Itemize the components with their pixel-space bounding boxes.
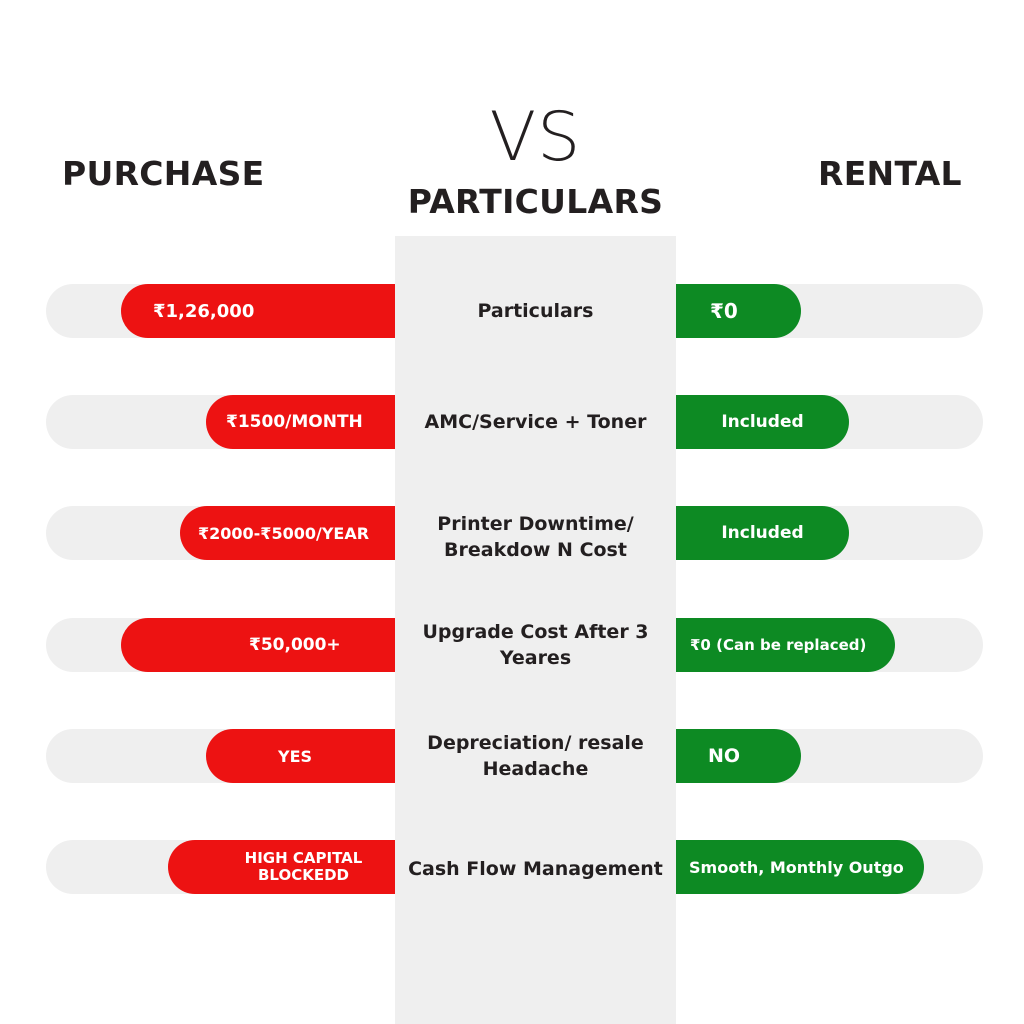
rental-value: Included xyxy=(676,506,849,560)
purchase-value: YES xyxy=(206,729,395,783)
particular-label: Printer Downtime/ Breakdow N Cost xyxy=(437,513,634,561)
particular-label: AMC/Service + Toner xyxy=(424,411,647,433)
particular-label: Particulars xyxy=(477,300,594,322)
heading-rental: RENTAL xyxy=(818,154,962,193)
particular-label: Cash Flow Management xyxy=(408,858,663,880)
purchase-value: HIGH CAPITAL BLOCKEDD xyxy=(168,840,395,894)
purchase-value: ₹50,000+ xyxy=(121,618,395,672)
row-track xyxy=(46,729,983,783)
purchase-value: ₹1500/MONTH xyxy=(206,395,395,449)
rental-value: Included xyxy=(676,395,849,449)
rental-value: Smooth, Monthly Outgo xyxy=(676,840,924,894)
purchase-value: ₹1,26,000 xyxy=(121,284,395,338)
heading-vs: VS xyxy=(489,98,582,177)
rental-value: NO xyxy=(676,729,801,783)
particular-label: Upgrade Cost After 3 Yeares xyxy=(422,621,649,669)
purchase-value: ₹2000-₹5000/YEAR xyxy=(180,506,395,560)
rental-value: ₹0 (Can be replaced) xyxy=(676,618,895,672)
heading-purchase: PURCHASE xyxy=(62,154,265,193)
rental-value: ₹0 xyxy=(676,284,801,338)
heading-particulars: PARTICULARS xyxy=(407,182,664,221)
particular-label: Depreciation/ resale Headache xyxy=(427,732,644,780)
